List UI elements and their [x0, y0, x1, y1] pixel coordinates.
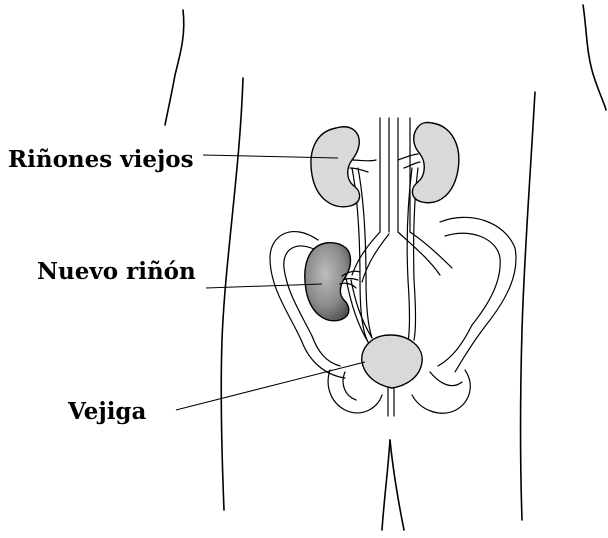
left-obturator	[343, 372, 356, 400]
right-ureter-a	[407, 168, 412, 342]
bladder-shape	[362, 335, 422, 388]
body-outline	[165, 5, 606, 530]
right-renal-vessel-2	[404, 162, 420, 168]
left-upper-contour	[165, 10, 184, 125]
bladder	[362, 335, 422, 416]
label-old-kidneys: Riñones viejos	[8, 148, 194, 171]
old-kidneys	[311, 122, 459, 206]
right-iliac-outer	[440, 217, 516, 372]
right-upper-contour	[583, 5, 606, 110]
left-leg-line	[382, 440, 390, 530]
right-renal-vessel	[398, 154, 418, 160]
left-old-kidney	[311, 127, 360, 207]
left-renal-vessel	[352, 160, 376, 161]
right-pubis	[412, 370, 470, 413]
leader-new-kidney	[206, 284, 322, 288]
label-bladder: Vejiga	[68, 400, 146, 423]
left-torso-line	[221, 78, 243, 510]
right-leg-line	[390, 440, 404, 530]
right-iliac-inner	[445, 233, 500, 325]
right-pelvic-rim	[438, 325, 472, 366]
label-new-kidney: Nuevo riñón	[37, 260, 196, 283]
right-torso-line	[521, 92, 536, 520]
transplanted-kidney	[305, 243, 351, 321]
leader-bladder	[176, 362, 365, 410]
right-iliac-vessel-b	[410, 232, 452, 268]
left-pelvic-rim	[312, 336, 340, 366]
right-obturator	[430, 372, 462, 386]
